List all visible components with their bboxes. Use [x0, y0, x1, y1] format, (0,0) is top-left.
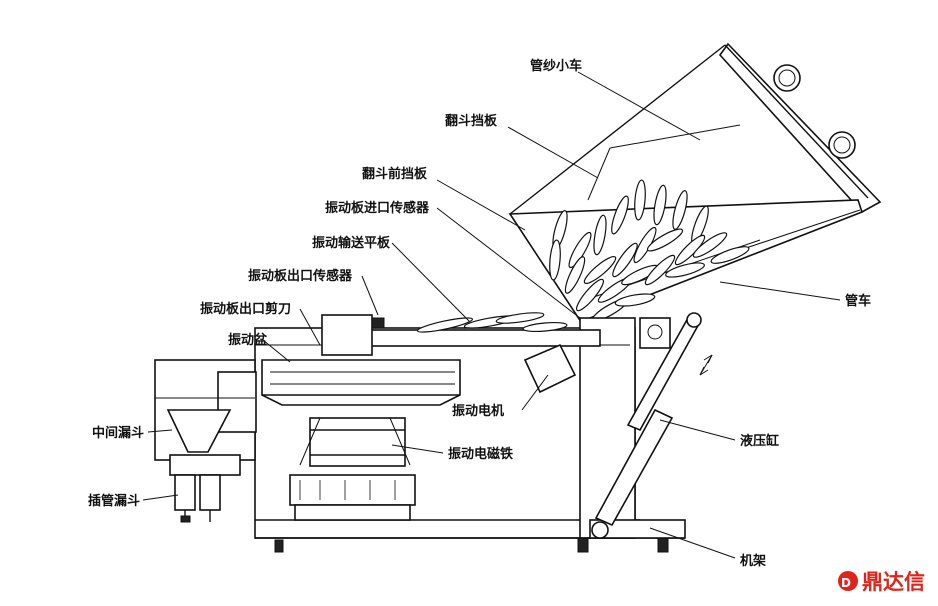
bobbin: [611, 195, 629, 235]
bobbin: [583, 255, 617, 285]
label-hydraulic-cylinder: 液压缸: [740, 433, 779, 449]
watermark-logo: D 鼎达信: [838, 570, 925, 594]
machine-body: [254, 314, 686, 553]
trolley-bobbins: [549, 179, 750, 322]
hydraulic-cylinder-shape: [591, 312, 713, 539]
label-vib-conveying-plate: 振动输送平板: [312, 235, 391, 251]
label-insert-tube-funnel: 插管漏斗: [88, 493, 140, 509]
label-machine-frame: 机架: [740, 553, 766, 569]
bobbin: [612, 242, 638, 278]
bobbin: [593, 214, 607, 256]
leader-lines: [142, 71, 841, 559]
bobbin: [564, 256, 586, 294]
conveyor-bobbins: [416, 312, 568, 333]
bobbin: [549, 239, 561, 281]
bobbin: [692, 232, 728, 258]
label-tipper-baffle: 翻斗挡板: [445, 113, 498, 129]
svg-text:D: D: [841, 576, 851, 590]
label-vib-bowl: 振动盆: [228, 332, 268, 348]
funnel-assembly: [154, 359, 257, 523]
bobbin: [568, 231, 592, 269]
bobbin: [634, 179, 646, 221]
bobbin: [672, 190, 688, 230]
bobbin: [653, 184, 667, 226]
bobbin: [665, 262, 705, 278]
watermark-text: 鼎达信: [862, 570, 925, 594]
label-middle-funnel: 中间漏斗: [92, 425, 144, 441]
label-bobbin-trolley: 管纱小车: [530, 58, 582, 74]
bobbin: [614, 293, 656, 307]
label-vib-motor: 振动电机: [452, 403, 504, 419]
bobbin: [710, 246, 750, 264]
bobbin: [575, 278, 605, 312]
label-vib-plate-outlet-cutter: 振动板出口剪刀: [200, 301, 291, 317]
label-tipper-front-baffle: 翻斗前挡板: [362, 166, 428, 182]
label-vib-plate-inlet-sensor: 振动板进口传感器: [325, 200, 430, 216]
bobbin: [644, 254, 676, 286]
label-vib-electromagnet: 振动电磁铁: [448, 446, 513, 462]
bobbin: [646, 228, 684, 252]
label-tube-cart: 管车: [845, 293, 871, 309]
label-vib-plate-outlet-sensor: 振动板出口传感器: [248, 268, 353, 284]
